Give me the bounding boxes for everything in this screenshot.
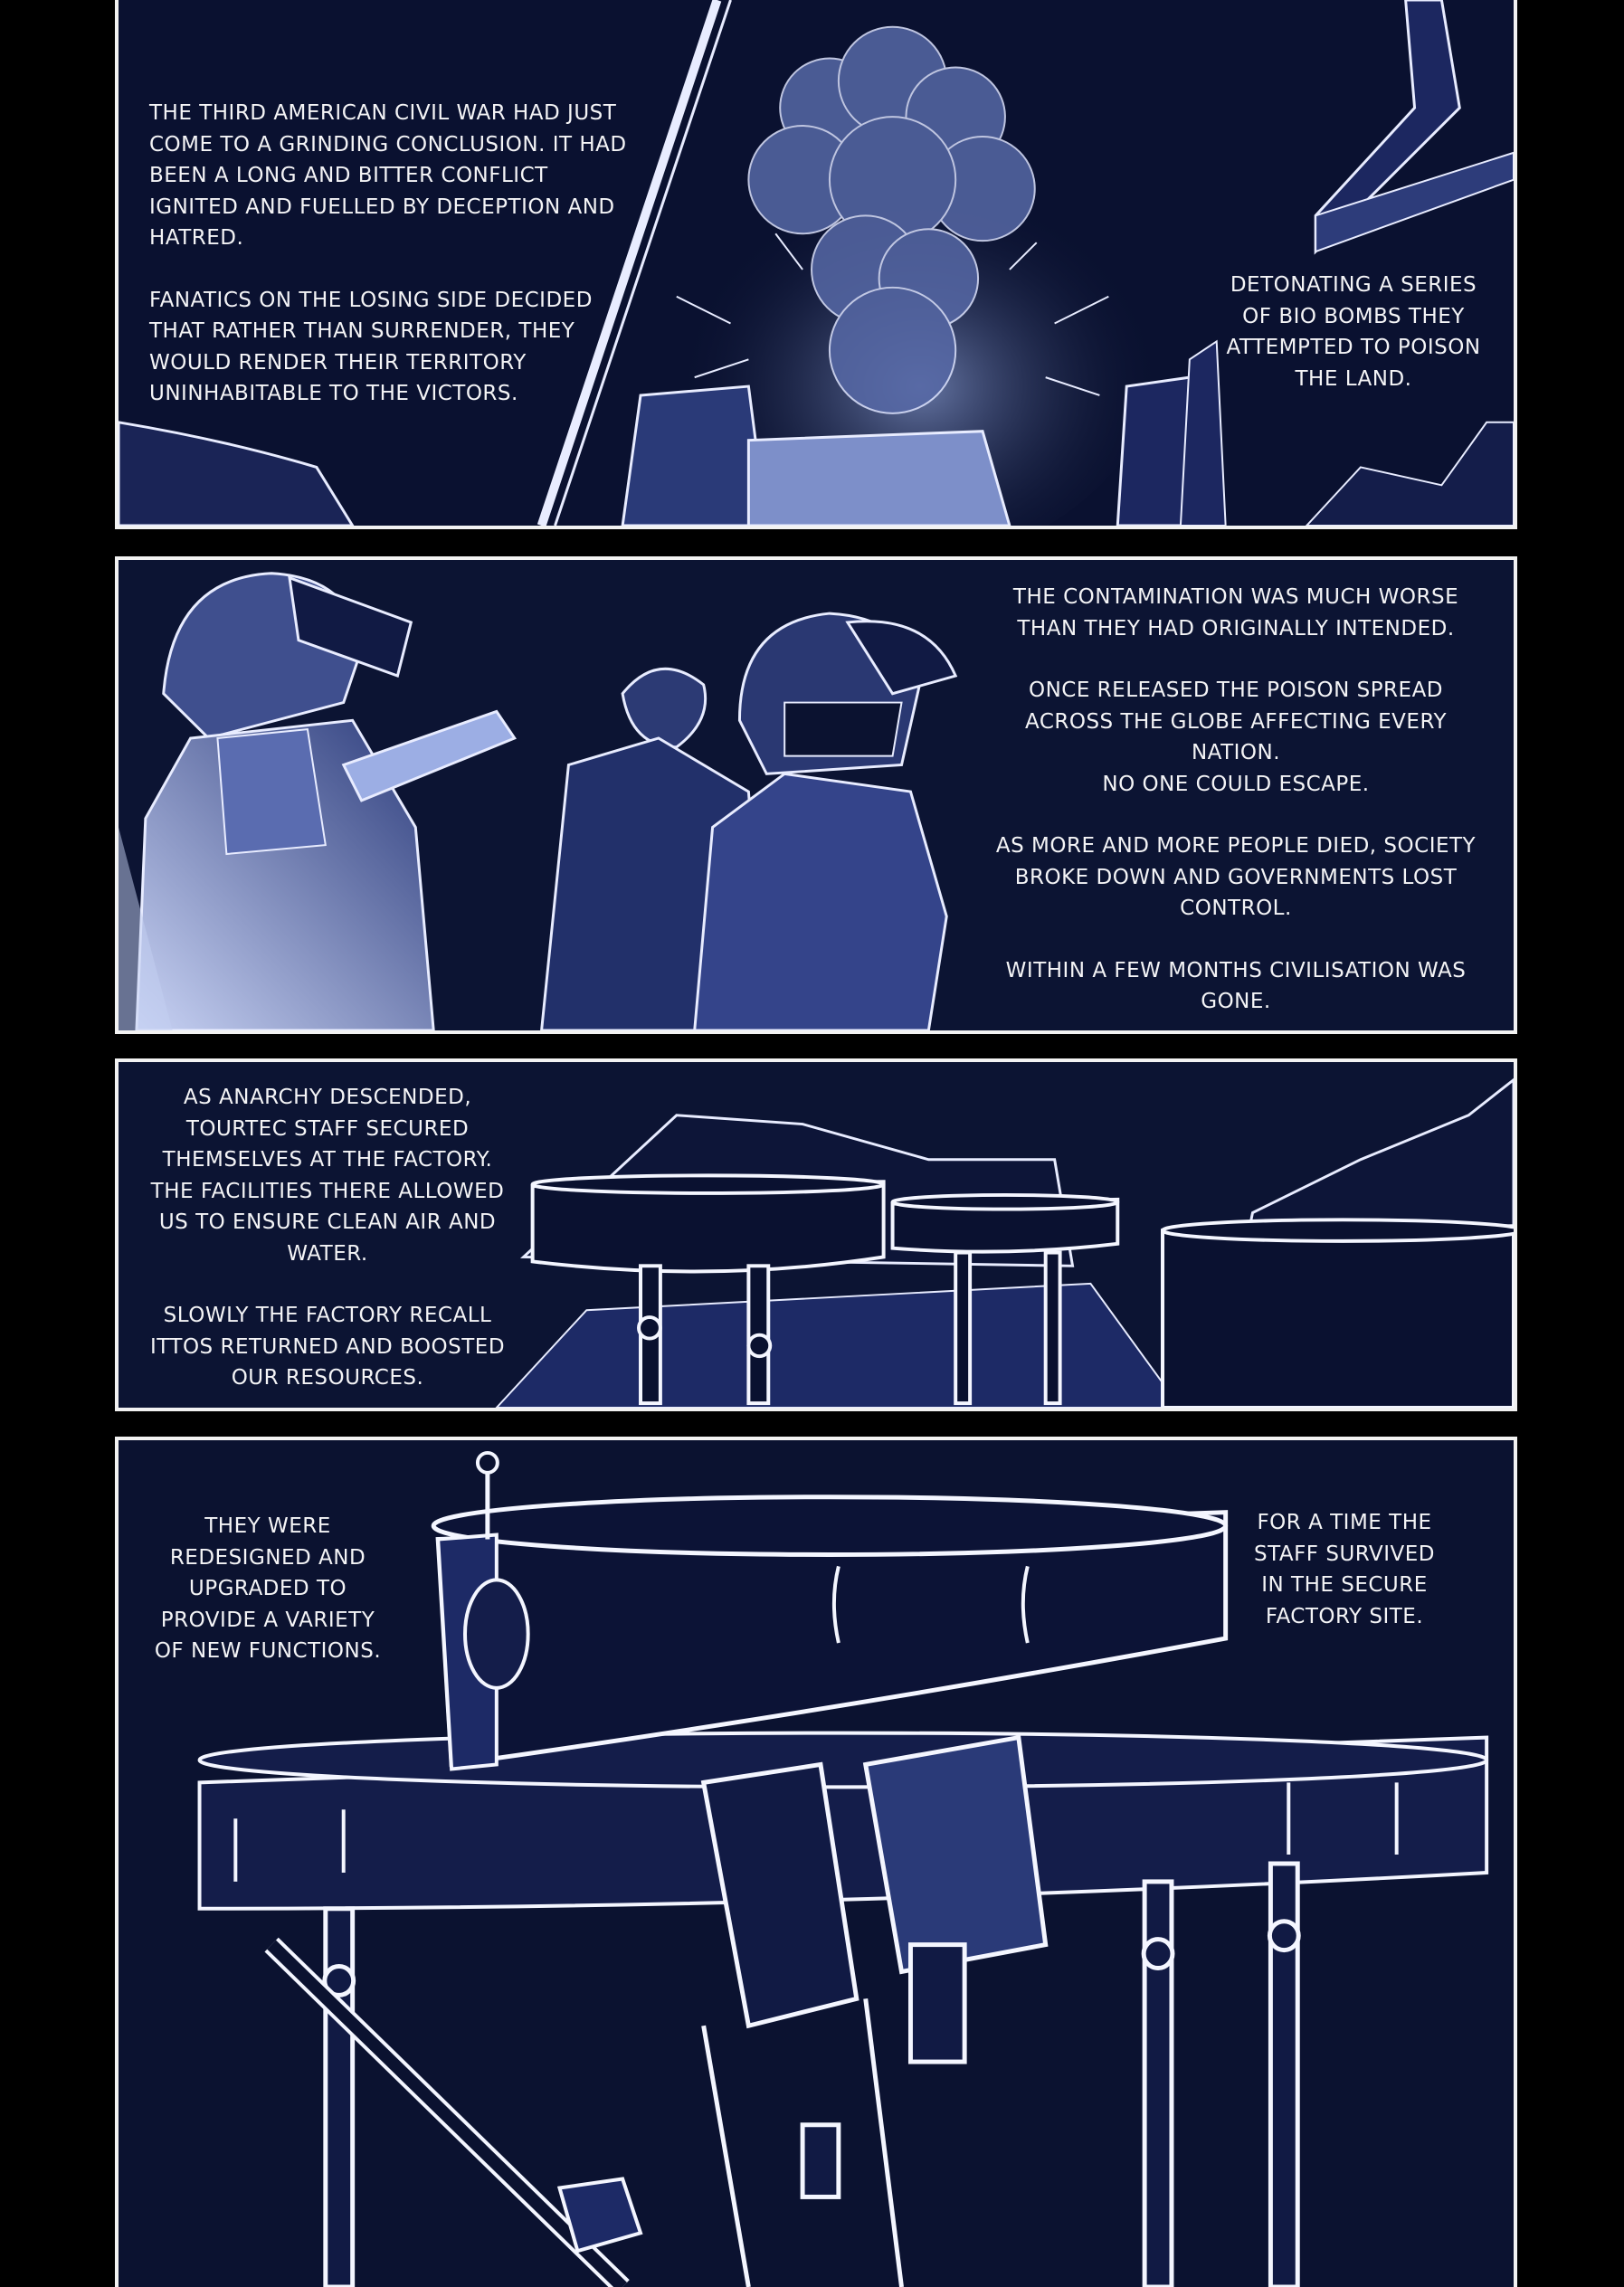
panel-4-caption-left: They were redesigned and upgraded to pro… bbox=[146, 1511, 390, 1667]
caption-text: Within a few months civilisation was gon… bbox=[1005, 958, 1467, 1014]
panel-2-soldiers: The contamination was much worse than th… bbox=[115, 556, 1517, 1034]
caption-text: For a time the staff survived in the sec… bbox=[1253, 1511, 1436, 1628]
factory-robots-artwork bbox=[119, 1062, 1514, 1408]
caption-text: They were redesigned and upgraded to pro… bbox=[154, 1514, 382, 1663]
panel-4-redesigned-robots: They were redesigned and upgraded to pro… bbox=[115, 1437, 1517, 2287]
panel-1-explosion: The third American civil war had just co… bbox=[115, 0, 1517, 529]
robots-artwork bbox=[119, 1440, 1514, 2287]
caption-text: As anarchy descended, Tourtec staff secu… bbox=[150, 1086, 505, 1266]
caption-text: The third American civil war had just co… bbox=[149, 101, 627, 250]
caption-text: Fanatics on the losing side decided that… bbox=[149, 288, 593, 406]
caption-text: The contamination was much worse than th… bbox=[1012, 585, 1459, 641]
panel-4-caption-right: For a time the staff survived in the sec… bbox=[1240, 1507, 1448, 1632]
caption-text: Detonating a series of bio bombs they at… bbox=[1226, 273, 1481, 391]
caption-text: As more and more people died, society br… bbox=[995, 834, 1477, 920]
caption-text: Once released the poison spread across t… bbox=[1024, 679, 1448, 796]
panel-1-caption-right: Detonating a series of bio bombs they at… bbox=[1222, 270, 1485, 394]
explosion-artwork bbox=[119, 0, 1514, 526]
soldiers-artwork bbox=[119, 560, 1514, 1030]
panel-1-caption-left: The third American civil war had just co… bbox=[149, 98, 629, 410]
panel-3-factory: As anarchy descended, Tourtec staff secu… bbox=[115, 1058, 1517, 1411]
panel-3-caption: As anarchy descended, Tourtec staff secu… bbox=[142, 1082, 513, 1394]
panel-2-caption: The contamination was much worse than th… bbox=[987, 582, 1485, 1018]
caption-text: Slowly the factory recall ITTOs returned… bbox=[149, 1304, 506, 1390]
